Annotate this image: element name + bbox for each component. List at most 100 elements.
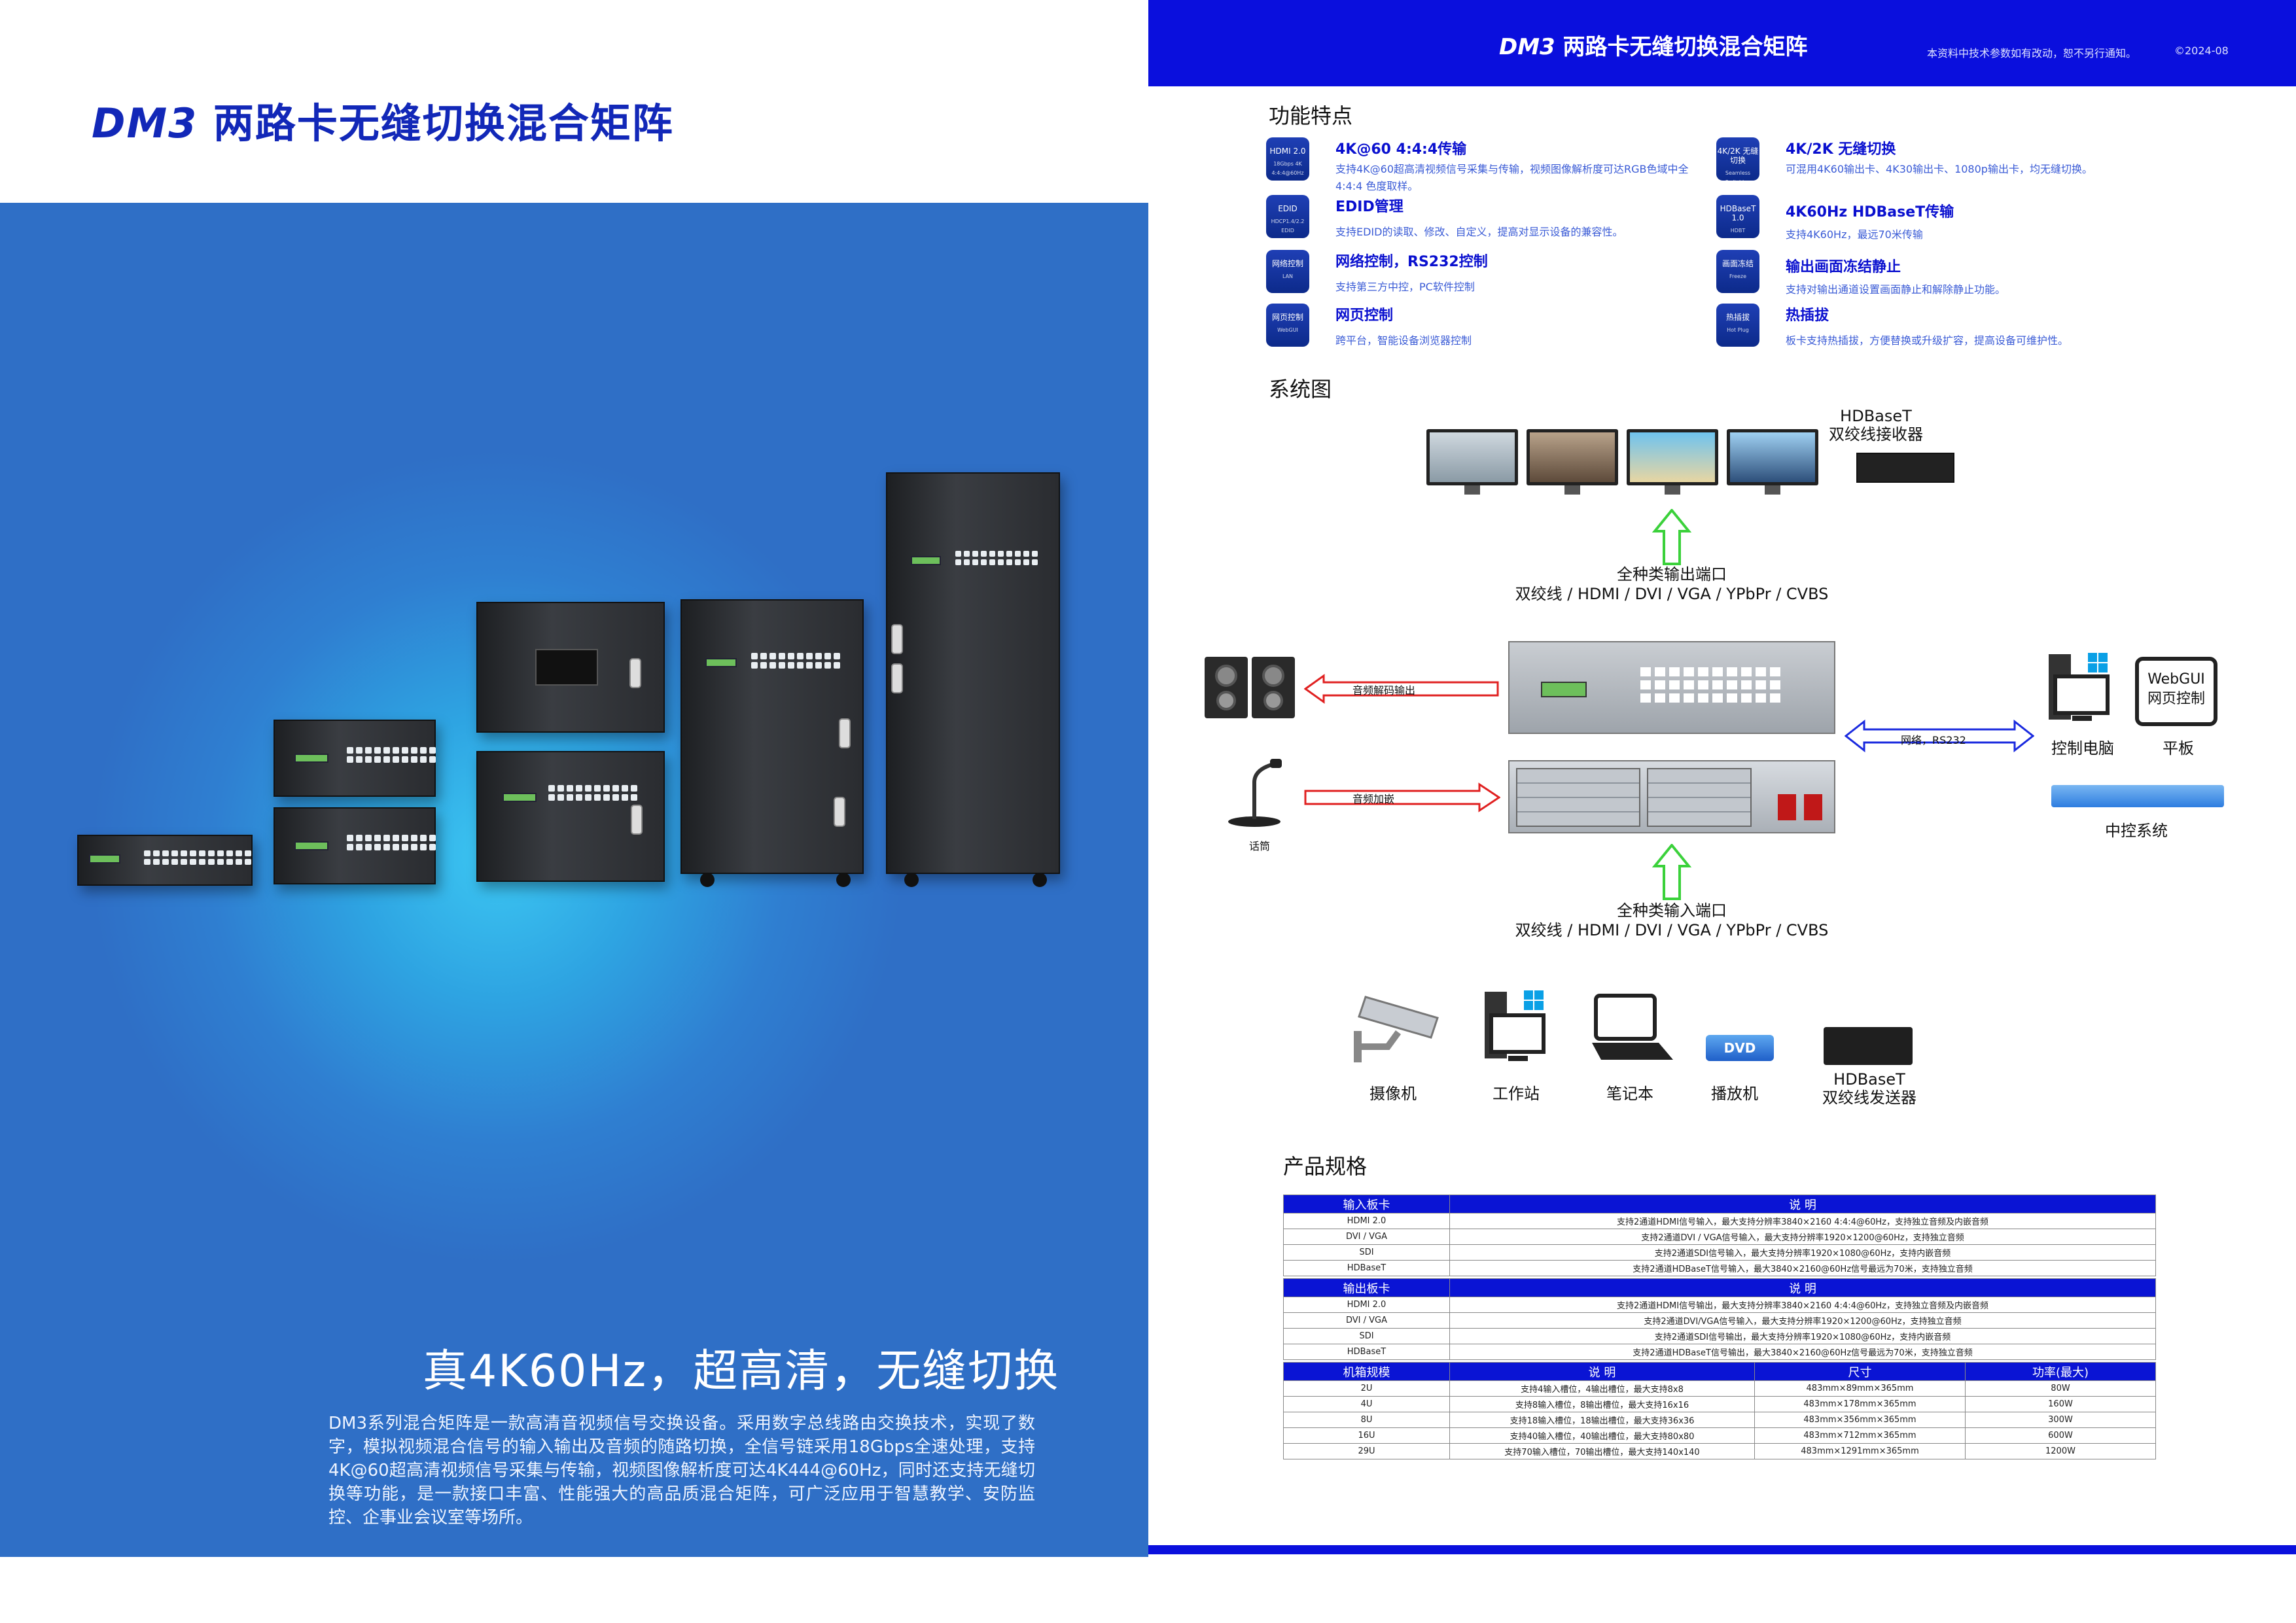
tablet-webgui-subtext: 网页控制 (2147, 691, 2205, 707)
header-title-model: DM3 (1499, 34, 1555, 60)
hdbt-sender-icon (1824, 1027, 1913, 1065)
control-pc-label: 控制电脑 (2051, 739, 2114, 758)
display-monitor-icon (1527, 429, 1618, 495)
title-model: DM3 (92, 99, 198, 147)
feature-title: 网络控制，RS232控制 (1335, 254, 1488, 270)
control-pc-icon (2049, 653, 2110, 721)
left-page: DM3 两路卡无缝切换混合矩阵 (0, 99, 1148, 1557)
output-card-header: 输出板卡 (1283, 1278, 1450, 1297)
speaker-icon (1252, 657, 1295, 718)
product-hero-banner: 真4K60Hz，超高清，无缝切换 DM3系列混合矩阵是一款高清音视频信号交换设备… (0, 203, 1148, 1557)
header-title-text: 两路卡无缝切换混合矩阵 (1555, 34, 1808, 60)
product-description: DM3系列混合矩阵是一款高清音视频信号交换设备。采用数字总线路由交换技术，实现了… (328, 1414, 1035, 1527)
chassis-power-header: 功率(最大) (1965, 1362, 2156, 1381)
feature-title: 输出画面冻结静止 (1786, 259, 1901, 275)
feature-title: EDID管理 (1335, 199, 1404, 215)
feature-desc: 跨平台，智能设备浏览器控制 (1335, 334, 1472, 347)
output-up-arrow-icon (1652, 509, 1691, 565)
output-ports-title: 全种类输出端口 (1617, 565, 1727, 584)
audio-in-label: 音频加嵌 (1352, 793, 1395, 805)
audio-out-label: 音频解码输出 (1352, 684, 1416, 697)
hdbt-receiver-icon (1856, 453, 1954, 483)
feature-desc: 支持4K60Hz，最远70米传输 (1786, 228, 1923, 241)
network-arrow-icon (1845, 720, 2034, 752)
feature-desc: 板卡支持热插拔，方便替换或升级扩容，提高设备可维护性。 (1786, 334, 2069, 347)
output-desc-header: 说 明 (1449, 1278, 2156, 1297)
product-29u-cabinet (886, 472, 1060, 887)
central-control-icon (2051, 785, 2224, 807)
spec-title: 产品规格 (1283, 1154, 1368, 1179)
camera-label: 摄像机 (1369, 1085, 1417, 1103)
microphone-icon (1228, 759, 1282, 827)
player-label: 播放机 (1711, 1085, 1758, 1103)
workstation-icon (1485, 990, 1545, 1061)
feature-desc: 支持对输出通道设置画面静止和解除静止功能。 (1786, 283, 2006, 296)
feature-title: 4K60Hz HDBaseT传输 (1786, 204, 1954, 220)
display-monitor-icon (1727, 429, 1818, 495)
right-page: DM3 两路卡无缝切换混合矩阵 本资料中技术参数如有改动，恕不另行通知。 ©20… (1148, 0, 2296, 1623)
camera-icon (1354, 996, 1439, 1062)
chassis-desc-header: 说 明 (1449, 1362, 1755, 1381)
dvd-player-icon: DVD (1706, 1035, 1774, 1061)
features-title: 功能特点 (1269, 103, 1353, 128)
workstation-label: 工作站 (1492, 1085, 1540, 1103)
hdbt-receiver-label: HDBaseT 双绞线接收器 (1829, 407, 1923, 444)
product-8u-chassis-bottom (476, 751, 665, 882)
matrix-front-panel (1508, 641, 1835, 734)
output-ports-list: 双绞线 / HDMI / DVI / VGA / YPbPr / CVBS (1515, 585, 1829, 603)
feature-title: 热插拔 (1786, 307, 1829, 324)
tablet-icon: WebGUI 网页控制 (2135, 657, 2217, 726)
hdbt-sender-label: HDBaseT 双绞线发送器 (1822, 1070, 1916, 1107)
input-ports-list: 双绞线 / HDMI / DVI / VGA / YPbPr / CVBS (1515, 921, 1829, 939)
mic-label: 话筒 (1249, 840, 1271, 852)
input-desc-header: 说 明 (1449, 1195, 2156, 1213)
system-diagram-title: 系统图 (1269, 377, 1332, 402)
header-bar: DM3 两路卡无缝切换混合矩阵 本资料中技术参数如有改动，恕不另行通知。 ©20… (1148, 0, 2296, 86)
title-text: 两路卡无缝切换混合矩阵 (198, 99, 674, 147)
laptop-label: 笔记本 (1606, 1085, 1653, 1103)
product-8u-chassis-top (476, 602, 665, 733)
input-up-arrow-icon (1652, 844, 1691, 900)
network-label: 网络，RS232 (1901, 734, 1966, 746)
feature-desc: 支持第三方中控，PC软件控制 (1335, 281, 1475, 293)
laptop-icon (1592, 994, 1673, 1060)
feature-title: 4K@60 4:4:4传输 (1335, 141, 1467, 158)
feature-title: 网页控制 (1335, 307, 1394, 324)
central-control-label: 中控系统 (2105, 822, 2168, 840)
header-date: ©2024-08 (2174, 44, 2229, 57)
slogan: 真4K60Hz，超高清，无缝切换 (423, 1346, 1060, 1397)
chassis-size-header: 尺寸 (1754, 1362, 1966, 1381)
feature-desc: 可混用4K60输出卡、4K30输出卡、1080p输出卡，均无缝切换。 (1786, 163, 2093, 175)
display-monitor-icon (1426, 429, 1518, 495)
header-note: 本资料中技术参数如有改动，恕不另行通知。 (1927, 47, 2137, 60)
chassis-header: 机箱规模 (1283, 1362, 1450, 1381)
speaker-icon (1205, 657, 1248, 718)
